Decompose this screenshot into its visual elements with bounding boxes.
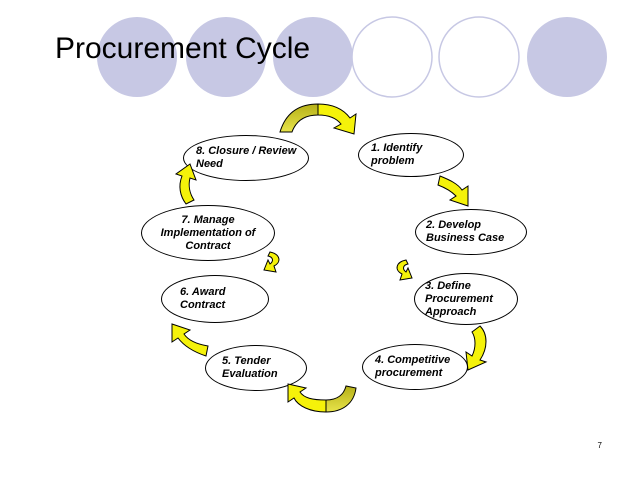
decor-circle — [186, 17, 266, 97]
cycle-step-label: 2. Develop Business Case — [426, 219, 505, 244]
arrow-curve-down-icon — [465, 325, 488, 371]
arrow-curve-up-icon — [174, 163, 197, 205]
decor-circle — [97, 17, 177, 97]
decor-circle — [527, 17, 607, 97]
cycle-step-label: 8. Closure / Review Need — [196, 145, 297, 170]
cycle-step-1: 1. Identify problem — [358, 133, 464, 177]
cycle-step-5: 5. Tender Evaluation — [205, 345, 307, 391]
cycle-step-7: 7. Manage Implementation of Contract — [141, 205, 275, 261]
decor-circle-outline — [438, 16, 520, 98]
cycle-step-label: 5. Tender Evaluation — [222, 355, 278, 380]
slide-title: Procurement Cycle — [55, 32, 311, 65]
cycle-step-label: 7. Manage Implementation of Contract — [160, 213, 256, 252]
arrow-curve-right-icon — [437, 175, 469, 207]
arrow-curl-bottom-icon — [287, 383, 357, 413]
cycle-step-6: 6. Award Contract — [161, 275, 269, 323]
cycle-step-label: 4. Competitive procurement — [375, 354, 451, 379]
decor-circle — [273, 17, 353, 97]
decor-circle-outline — [351, 16, 433, 98]
arrow-s-curl-left-icon — [263, 251, 280, 273]
arrow-curve-left-icon — [171, 323, 209, 357]
arrow-s-curl-right-icon — [396, 259, 413, 281]
cycle-step-3: 3. Define Procurement Approach — [414, 273, 518, 325]
cycle-step-label: 6. Award Contract — [180, 286, 226, 311]
cycle-step-label: 3. Define Procurement Approach — [425, 279, 493, 318]
page-number: 7 — [597, 441, 602, 450]
arrow-curl-top-icon — [279, 103, 357, 135]
cycle-step-4: 4. Competitive procurement — [362, 344, 468, 390]
cycle-step-label: 1. Identify problem — [371, 142, 423, 167]
cycle-step-8: 8. Closure / Review Need — [183, 135, 309, 181]
cycle-step-2: 2. Develop Business Case — [415, 209, 527, 255]
